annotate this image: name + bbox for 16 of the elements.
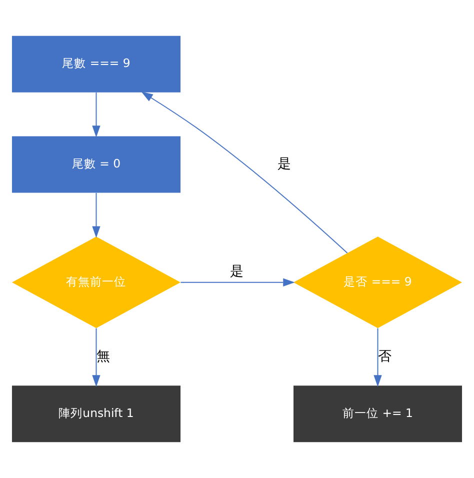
edge-label: 是 — [278, 156, 292, 172]
node-box: 陣列unshift 1 — [12, 386, 180, 442]
node-diamond: 是否 === 9 — [294, 236, 462, 328]
arrow — [141, 92, 348, 254]
arrow — [374, 328, 382, 387]
node-box: 尾數 = 0 — [12, 136, 180, 193]
edge-label: 是 — [230, 264, 244, 280]
arrow — [180, 278, 295, 286]
arrow — [92, 92, 100, 138]
node-diamond: 有無前一位 — [12, 236, 180, 328]
arrow — [92, 192, 100, 238]
arrow — [92, 328, 100, 387]
node-box: 尾數 === 9 — [12, 36, 180, 92]
edge-label: 無 — [96, 348, 111, 364]
edge-label: 否 — [378, 348, 392, 364]
node-box: 前一位 += 1 — [294, 386, 462, 442]
